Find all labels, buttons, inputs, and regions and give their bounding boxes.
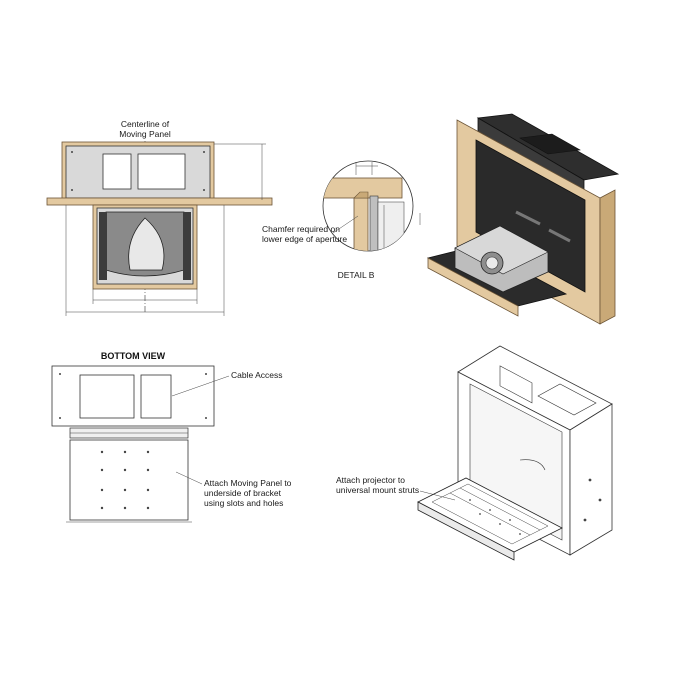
- front-flange-shelf: [46, 197, 273, 206]
- screw-dot: [203, 189, 205, 191]
- detail-metal-wall: [369, 195, 379, 251]
- screw-dot: [59, 417, 61, 419]
- chamfer-leader: [332, 215, 359, 234]
- line-tray-lip: [417, 501, 515, 561]
- tray-strut-1: [449, 492, 531, 536]
- attach-panel-label-line1: Attach Moving Panel to: [204, 478, 292, 488]
- screw-dot: [203, 151, 205, 153]
- side-hole: [598, 498, 602, 502]
- upper-panel-cutout-left: [102, 153, 132, 190]
- mount-hole-grid: [100, 450, 150, 510]
- projector-lens-glass: [485, 256, 499, 270]
- wood-front-aperture: [475, 139, 586, 293]
- front-elevation-view: Centerline of Moving Panel: [46, 119, 273, 316]
- top-cutout-2: [537, 383, 597, 416]
- mount-bracket-right: [183, 212, 191, 280]
- detail-chamfer-edge: [353, 191, 369, 199]
- inner-slot-2: [548, 228, 571, 243]
- centerline-label-line1: Centerline of: [121, 119, 170, 129]
- slide-tray-lip: [427, 257, 519, 317]
- isometric-line-drawing: Attach projector to universal mount stru…: [336, 345, 613, 561]
- attach-panel-label-line2: underside of bracket: [204, 488, 282, 498]
- cable-access-label: Cable Access: [231, 370, 283, 380]
- isometric-render-view: [426, 113, 620, 325]
- attach-projector-label-line1: Attach projector to: [336, 475, 405, 485]
- centerline-label-line2: Moving Panel: [119, 129, 171, 139]
- chamfer-label-line1: Chamfer required on: [262, 224, 340, 234]
- side-hole: [588, 478, 592, 482]
- screw-dot: [71, 151, 73, 153]
- bottom-view-cutout-left: [79, 374, 135, 419]
- detail-b-view: Chamfer required on lower edge of apertu…: [262, 160, 421, 280]
- side-hole: [583, 518, 587, 522]
- upper-panel-cutout-right: [137, 153, 186, 190]
- attach-projector-label-line2: universal mount struts: [336, 485, 419, 495]
- cable-access-leader: [171, 375, 230, 397]
- screw-dot: [71, 189, 73, 191]
- bottom-view-title: BOTTOM VIEW: [101, 351, 166, 361]
- wood-side-edge: [599, 189, 616, 325]
- cabinet-top-divider: [519, 133, 581, 155]
- moving-panel-bracket: [69, 439, 189, 521]
- bottom-view-cutout-right: [140, 374, 172, 419]
- chamfer-label-line2: lower edge of aperture: [262, 234, 347, 244]
- detail-vertical-wood: [353, 197, 369, 251]
- attach-panel-leader: [175, 471, 203, 485]
- side-oval-1: [519, 459, 546, 471]
- projector-lens: [128, 217, 165, 271]
- bottom-view: BOTTOM VIEW Cable Access Attach Moving P…: [51, 351, 292, 523]
- screw-dot: [205, 373, 207, 375]
- tray-hole-grid: [469, 499, 521, 535]
- detail-b-label: DETAIL B: [338, 270, 375, 280]
- screw-dot: [59, 373, 61, 375]
- attach-panel-label-line3: using slots and holes: [204, 498, 283, 508]
- top-cutout-1: [499, 365, 533, 404]
- screw-dot: [205, 417, 207, 419]
- attach-projector-leader: [419, 490, 456, 501]
- line-tray-inner: [431, 483, 549, 545]
- tray-strut-2: [459, 487, 541, 531]
- inner-slot-1: [515, 210, 541, 226]
- detail-rail: [377, 201, 405, 251]
- mount-bracket-left: [99, 212, 107, 280]
